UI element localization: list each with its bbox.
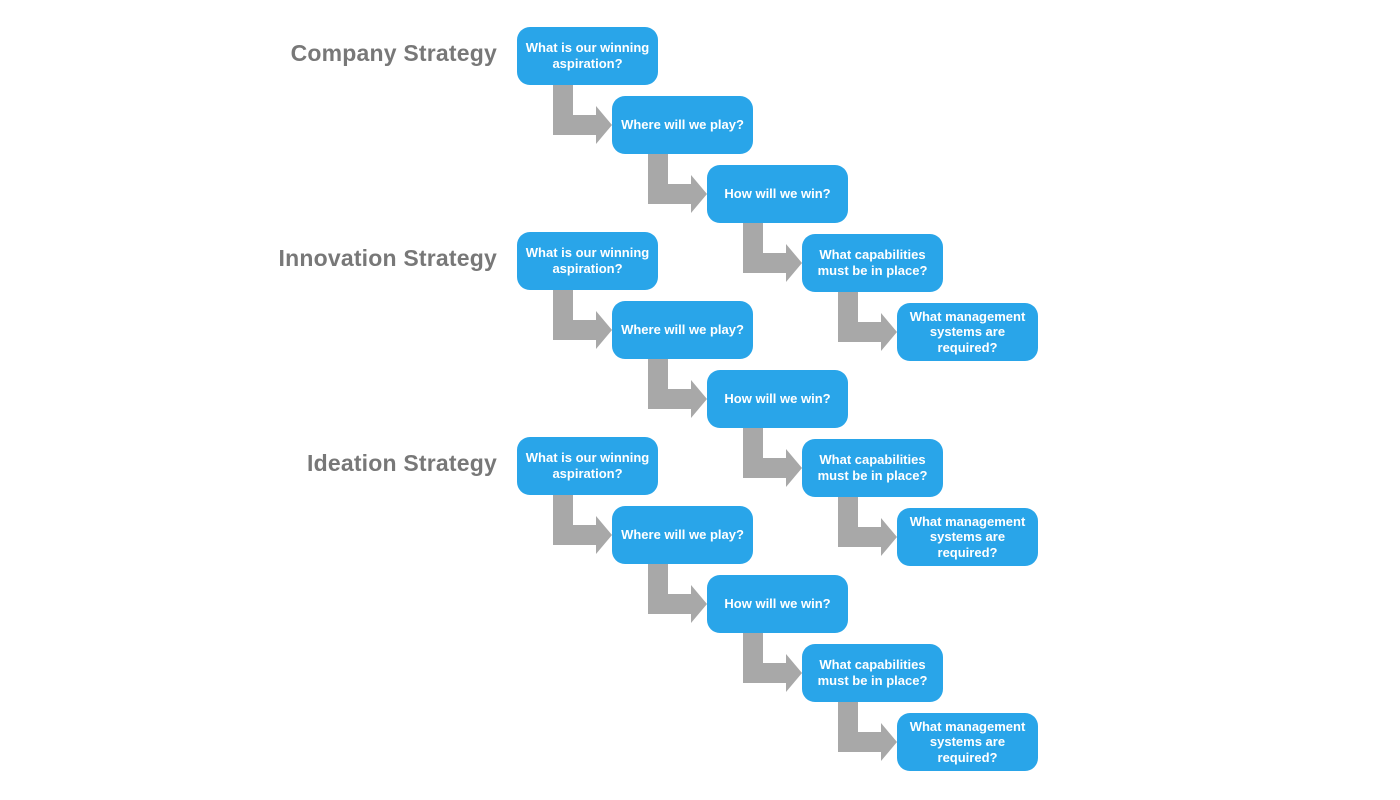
elbow-arrow (553, 71, 612, 144)
elbow-arrow (743, 209, 802, 282)
cascade-box-winning-aspiration: What is our winning aspiration? (517, 27, 658, 85)
group-label-company-strategy: Company Strategy (290, 40, 497, 66)
cascade-box-management-systems: What management systems are required? (897, 713, 1038, 771)
elbow-arrow (648, 345, 707, 418)
elbow-arrow (553, 481, 612, 554)
cascade-box-winning-aspiration: What is our winning aspiration? (517, 437, 658, 495)
elbow-arrow (838, 688, 897, 761)
elbow-arrow (553, 276, 612, 349)
elbow-arrow (648, 140, 707, 213)
elbow-arrow (648, 550, 707, 623)
elbow-arrow (838, 483, 897, 556)
cascade-box-capabilities: What capabilities must be in place? (802, 234, 943, 292)
cascade-box-management-systems: What management systems are required? (897, 303, 1038, 361)
elbow-arrow (838, 278, 897, 351)
group-label-innovation-strategy: Innovation Strategy (278, 245, 497, 271)
cascade-box-how-win: How will we win? (707, 575, 848, 633)
cascade-box-where-play: Where will we play? (612, 96, 753, 154)
elbow-arrow (743, 619, 802, 692)
cascade-box-management-systems: What management systems are required? (897, 508, 1038, 566)
cascade-box-how-win: How will we win? (707, 370, 848, 428)
cascade-box-where-play: Where will we play? (612, 506, 753, 564)
elbow-arrow (743, 414, 802, 487)
cascade-box-capabilities: What capabilities must be in place? (802, 439, 943, 497)
cascade-box-capabilities: What capabilities must be in place? (802, 644, 943, 702)
cascade-box-winning-aspiration: What is our winning aspiration? (517, 232, 658, 290)
group-label-ideation-strategy: Ideation Strategy (307, 450, 497, 476)
cascade-box-where-play: Where will we play? (612, 301, 753, 359)
cascade-box-how-win: How will we win? (707, 165, 848, 223)
